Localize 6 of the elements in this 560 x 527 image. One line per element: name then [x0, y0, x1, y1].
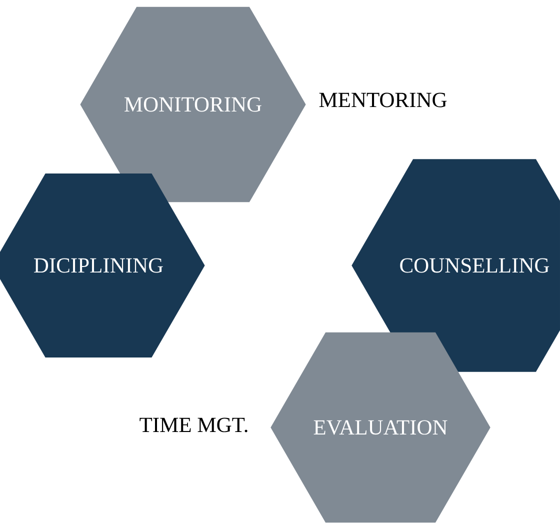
hexagon: EVALUATION [270, 332, 490, 523]
hexagon: COUNSELLING [352, 159, 560, 372]
text-label: TIME MGT. [140, 418, 248, 432]
text-label: MENTORING [319, 92, 447, 108]
hexagon: MONITORING [80, 6, 306, 202]
hexagon: DICIPLINING [0, 173, 205, 358]
